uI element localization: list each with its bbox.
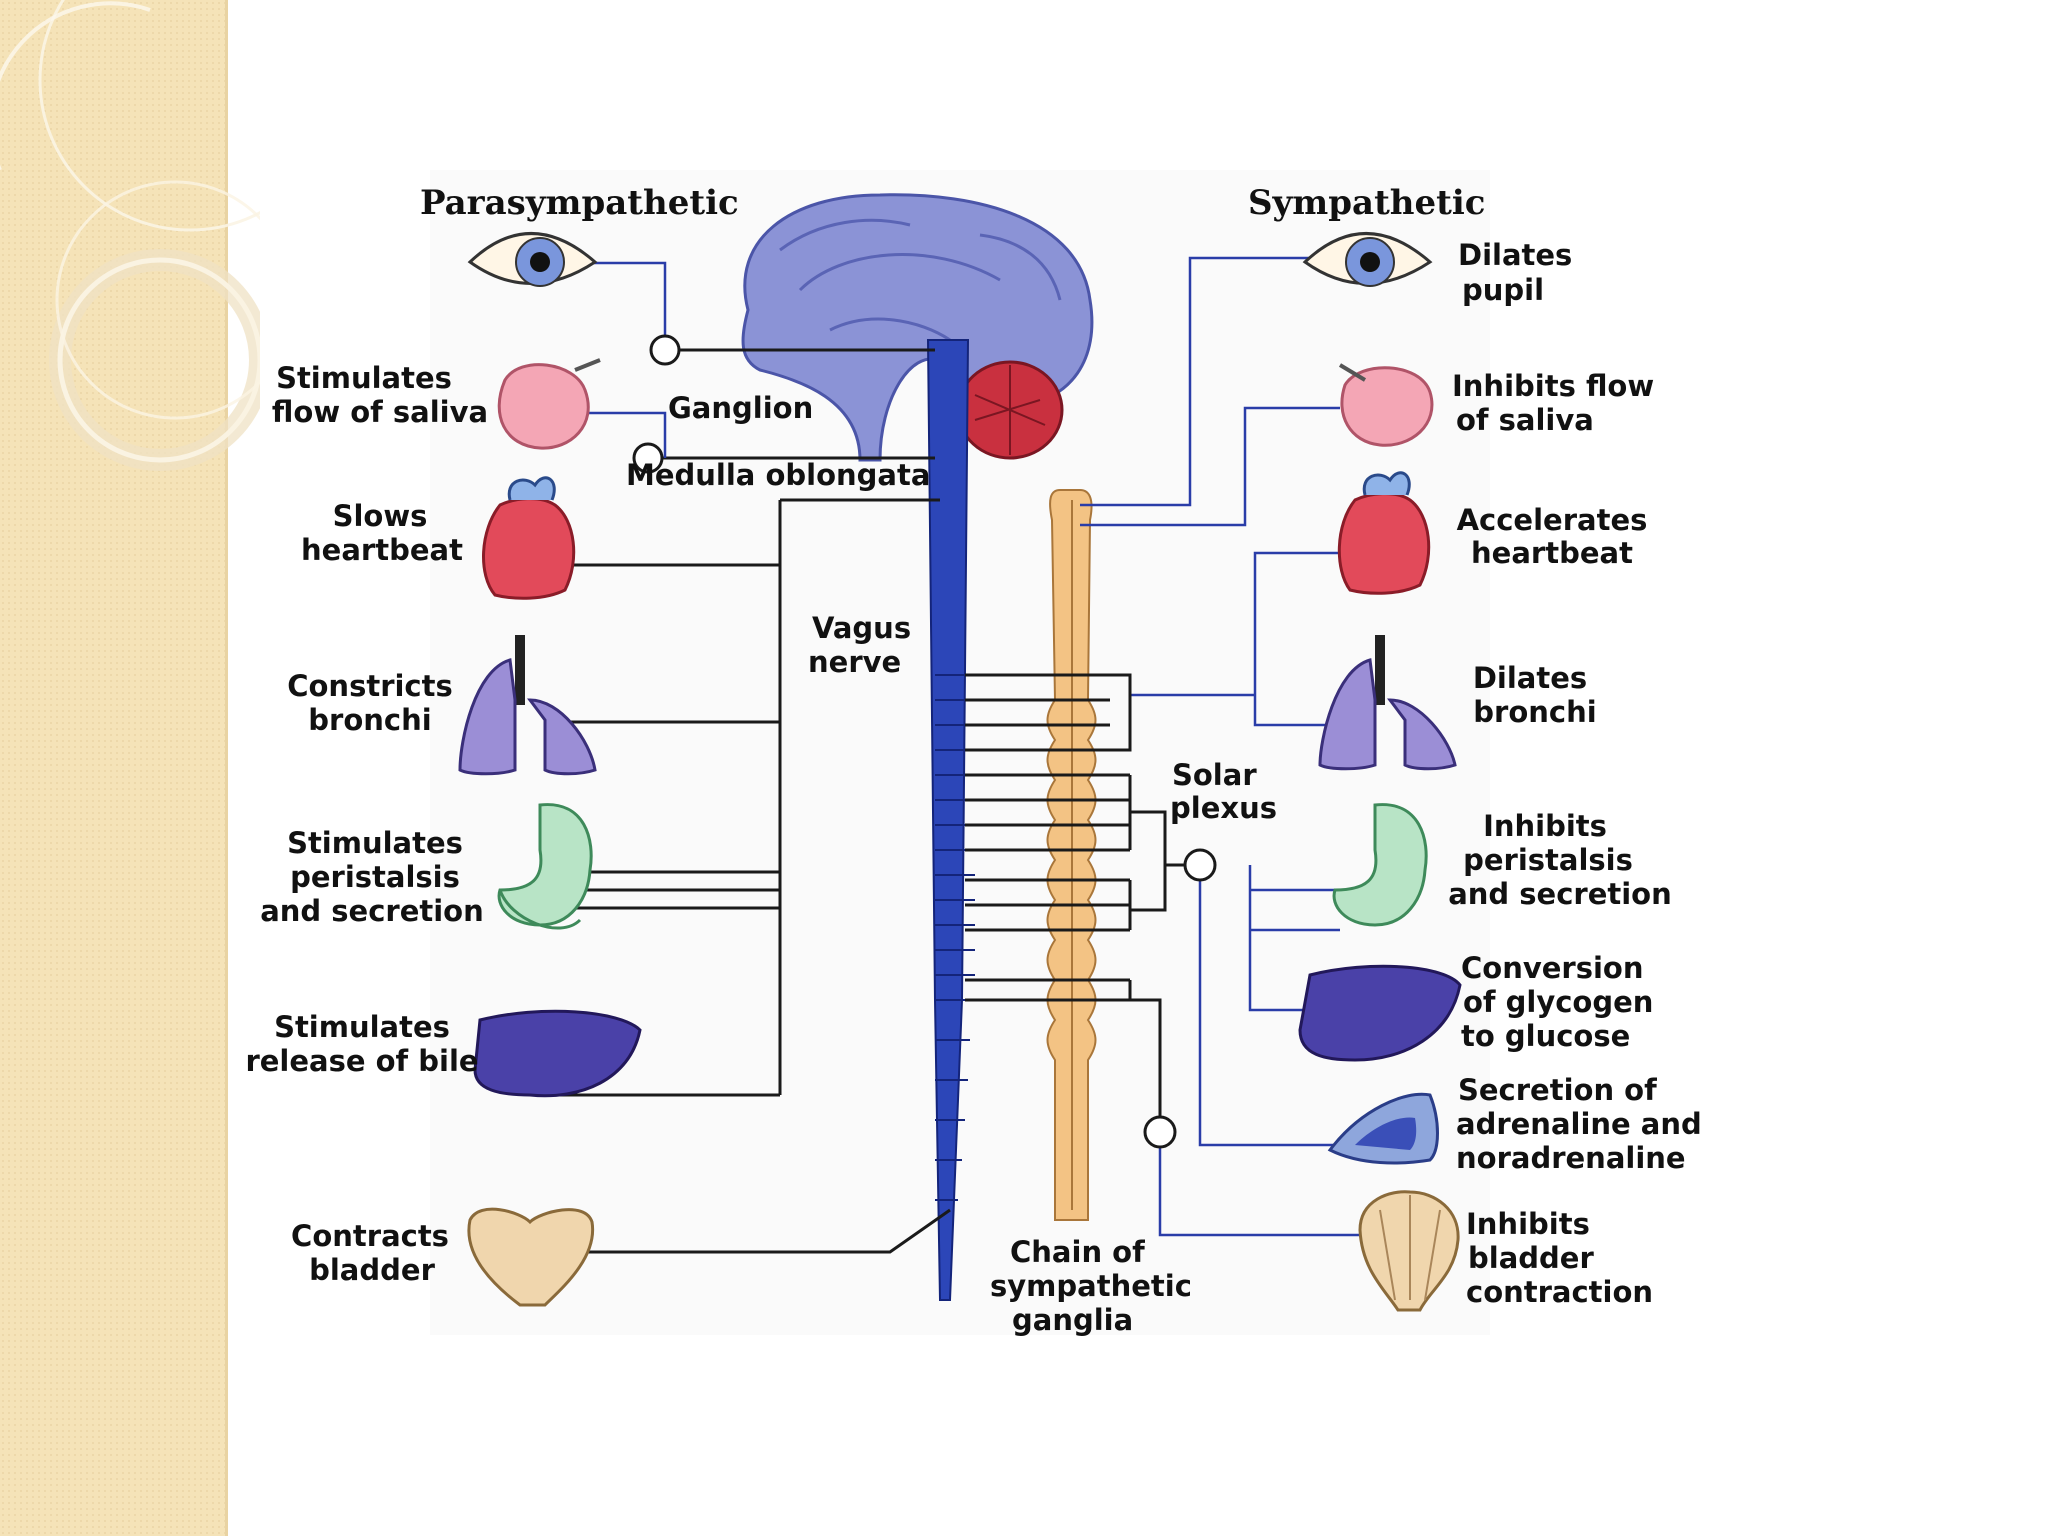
eye-icon bbox=[1302, 232, 1433, 287]
para-saliva-label-1: Stimulates bbox=[276, 361, 452, 395]
symp-heart-label-1: Accelerates bbox=[1457, 503, 1648, 537]
para-heart-label-2: heartbeat bbox=[301, 533, 463, 567]
symp-eye-label-1: Dilates bbox=[1458, 238, 1572, 272]
symp-heart-label-2: heartbeat bbox=[1471, 536, 1633, 570]
para-stomach-label-2: peristalsis bbox=[290, 860, 460, 894]
medulla-label: Medulla oblongata bbox=[626, 458, 930, 492]
symp-stomach-label-1: Inhibits bbox=[1483, 809, 1607, 843]
sympathetic-preganglionic bbox=[965, 673, 1200, 1130]
para-lungs-label-1: Constricts bbox=[287, 669, 453, 703]
chain-label-2: sympathetic bbox=[990, 1269, 1192, 1303]
symp-eye-label-2: pupil bbox=[1462, 273, 1544, 307]
solar-plexus-label-2: plexus bbox=[1170, 791, 1277, 825]
saliva-ganglion bbox=[632, 442, 664, 474]
salivary-gland-icon bbox=[1338, 363, 1434, 447]
para-liver-label-1: Stimulates bbox=[274, 1010, 450, 1044]
para-bladder-label-1: Contracts bbox=[291, 1219, 449, 1253]
solar-plexus-ganglion bbox=[1183, 848, 1217, 882]
eye-icon bbox=[467, 232, 598, 287]
symp-liver-label-2: of glycogen bbox=[1463, 985, 1653, 1019]
heart-icon bbox=[482, 476, 576, 600]
vagus-label-2: nerve bbox=[808, 645, 901, 679]
symp-lungs-label-2: bronchi bbox=[1473, 695, 1596, 729]
bladder-icon bbox=[1358, 1190, 1460, 1312]
parasympathetic-header: Parasympathetic bbox=[420, 183, 739, 223]
salivary-gland-icon bbox=[497, 358, 601, 450]
chain-label-1: Chain of bbox=[1010, 1235, 1145, 1269]
para-stomach-label-1: Stimulates bbox=[287, 826, 463, 860]
vagus-label-1: Vagus bbox=[812, 611, 911, 645]
para-bladder-label-2: bladder bbox=[309, 1253, 435, 1287]
symp-lungs-label-1: Dilates bbox=[1473, 661, 1587, 695]
symp-stomach-label-3: and secretion bbox=[1448, 877, 1672, 911]
ganglion-label: Ganglion bbox=[668, 391, 813, 425]
symp-saliva-label-2: of saliva bbox=[1456, 403, 1594, 437]
para-heart-label-1: Slows bbox=[333, 499, 428, 533]
brain-icon bbox=[741, 193, 1094, 462]
symp-adrenal-label-1: Secretion of bbox=[1458, 1073, 1657, 1107]
parasympathetic-nerves bbox=[545, 348, 951, 1254]
eye-ganglion bbox=[649, 334, 681, 366]
stomach-icon bbox=[497, 803, 593, 930]
symp-liver-label-1: Conversion bbox=[1461, 951, 1644, 985]
liver-icon bbox=[473, 1009, 642, 1098]
para-saliva-label-2: flow of saliva bbox=[272, 395, 488, 429]
adrenal-gland-icon bbox=[1327, 1092, 1439, 1165]
bladder-icon bbox=[467, 1207, 595, 1307]
lungs-icon bbox=[458, 635, 597, 776]
spinal-segments bbox=[935, 674, 975, 1201]
para-liver-label-2: release of bile bbox=[245, 1044, 478, 1078]
lungs-icon bbox=[1318, 635, 1457, 771]
para-lungs-label-2: bronchi bbox=[308, 703, 431, 737]
stomach-icon bbox=[1332, 803, 1428, 927]
sidebar-divider bbox=[225, 0, 228, 1536]
heart-icon bbox=[1337, 471, 1431, 595]
chain-label-3: ganglia bbox=[1012, 1303, 1133, 1337]
symp-adrenal-label-3: noradrenaline bbox=[1456, 1141, 1686, 1175]
para-stomach-label-3: and secretion bbox=[260, 894, 484, 928]
symp-stomach-label-2: peristalsis bbox=[1463, 843, 1633, 877]
bladder-ganglion bbox=[1143, 1115, 1177, 1149]
decorative-rings bbox=[0, 0, 260, 471]
symp-bladder-label-2: bladder bbox=[1468, 1241, 1594, 1275]
symp-liver-label-3: to glucose bbox=[1461, 1019, 1630, 1053]
symp-adrenal-label-2: adrenaline and bbox=[1456, 1107, 1702, 1141]
symp-bladder-label-1: Inhibits bbox=[1466, 1207, 1590, 1241]
liver-icon bbox=[1298, 964, 1462, 1062]
symp-saliva-label-1: Inhibits flow bbox=[1452, 369, 1654, 403]
solar-plexus-label-1: Solar bbox=[1172, 758, 1257, 792]
sympathetic-header: Sympathetic bbox=[1248, 183, 1485, 223]
symp-bladder-label-3: contraction bbox=[1466, 1275, 1653, 1309]
